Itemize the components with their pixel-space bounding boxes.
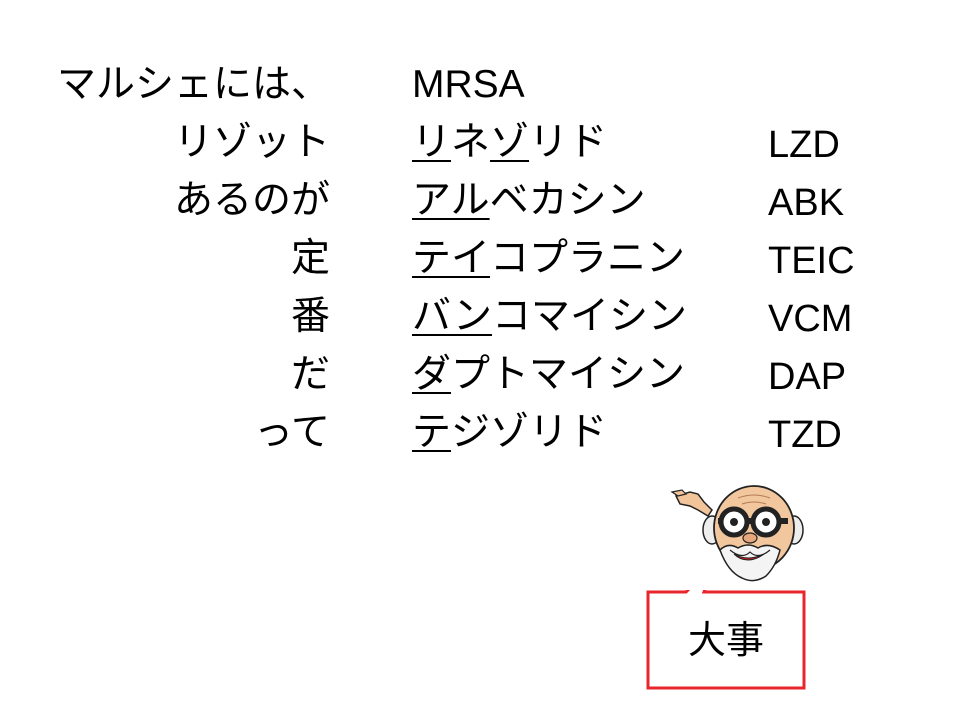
callout-text: 大事 xyxy=(687,618,764,662)
drug-abbreviation-lzd: LZD xyxy=(768,124,840,166)
speech-callout xyxy=(646,590,806,690)
drug-name-part: ネ xyxy=(451,120,491,165)
drug-abbreviation-teic: TEIC xyxy=(768,240,855,282)
drug-abbreviation-tzd: TZD xyxy=(768,414,842,456)
drug-name-underlined-part: リ xyxy=(412,120,452,165)
drug-name-arbekacin: アルベカシン xyxy=(412,176,646,226)
drug-name-part: コマイシン xyxy=(491,294,687,339)
drug-abbreviation-dap: DAP xyxy=(768,356,847,398)
drug-name-teicoplanin: テイコプラニン xyxy=(412,234,685,284)
mnemonic-text-row-5: 番 xyxy=(290,294,330,339)
drug-name-underlined-part: アル xyxy=(412,178,490,223)
drug-abbreviation-vcm: VCM xyxy=(768,298,853,340)
drug-name-daptomycin: ダプトマイシン xyxy=(412,350,685,400)
mnemonic-text-row-6: だ xyxy=(290,352,330,397)
pointing-professor-icon xyxy=(670,485,804,582)
drug-class-mrsa: MRSA xyxy=(412,63,525,106)
drug-name-part: リド xyxy=(529,120,608,165)
mnemonic-text-row-7: って xyxy=(253,410,330,455)
drug-name-part: ジゾリド xyxy=(451,410,608,455)
drug-name-vancomycin: バンコマイシン xyxy=(412,292,687,342)
drug-name-underlined-part: バン xyxy=(412,294,492,339)
drug-name-underlined-part: テ xyxy=(412,410,452,455)
drug-abbreviation-abk: ABK xyxy=(768,182,845,224)
drug-name-part: コプラニン xyxy=(490,236,686,281)
drug-name-part: ベカシン xyxy=(489,178,646,223)
drug-name-part: プトマイシン xyxy=(451,352,686,397)
drug-name-underlined-part: テイ xyxy=(412,236,491,281)
mnemonic-text-row-4: 定 xyxy=(290,236,330,281)
mnemonic-text-row-1: マルシェには、 xyxy=(56,62,330,107)
drug-name-linezolid: リネゾリド xyxy=(412,118,607,168)
mnemonic-text-row-2: リゾット xyxy=(173,120,330,165)
drug-name-underlined-part: ダ xyxy=(412,352,452,397)
drug-name-underlined-part: ゾ xyxy=(490,120,530,165)
mnemonic-text-row-3: あるのが xyxy=(173,178,330,223)
drug-name-tedizolid: テジゾリド xyxy=(412,408,607,458)
